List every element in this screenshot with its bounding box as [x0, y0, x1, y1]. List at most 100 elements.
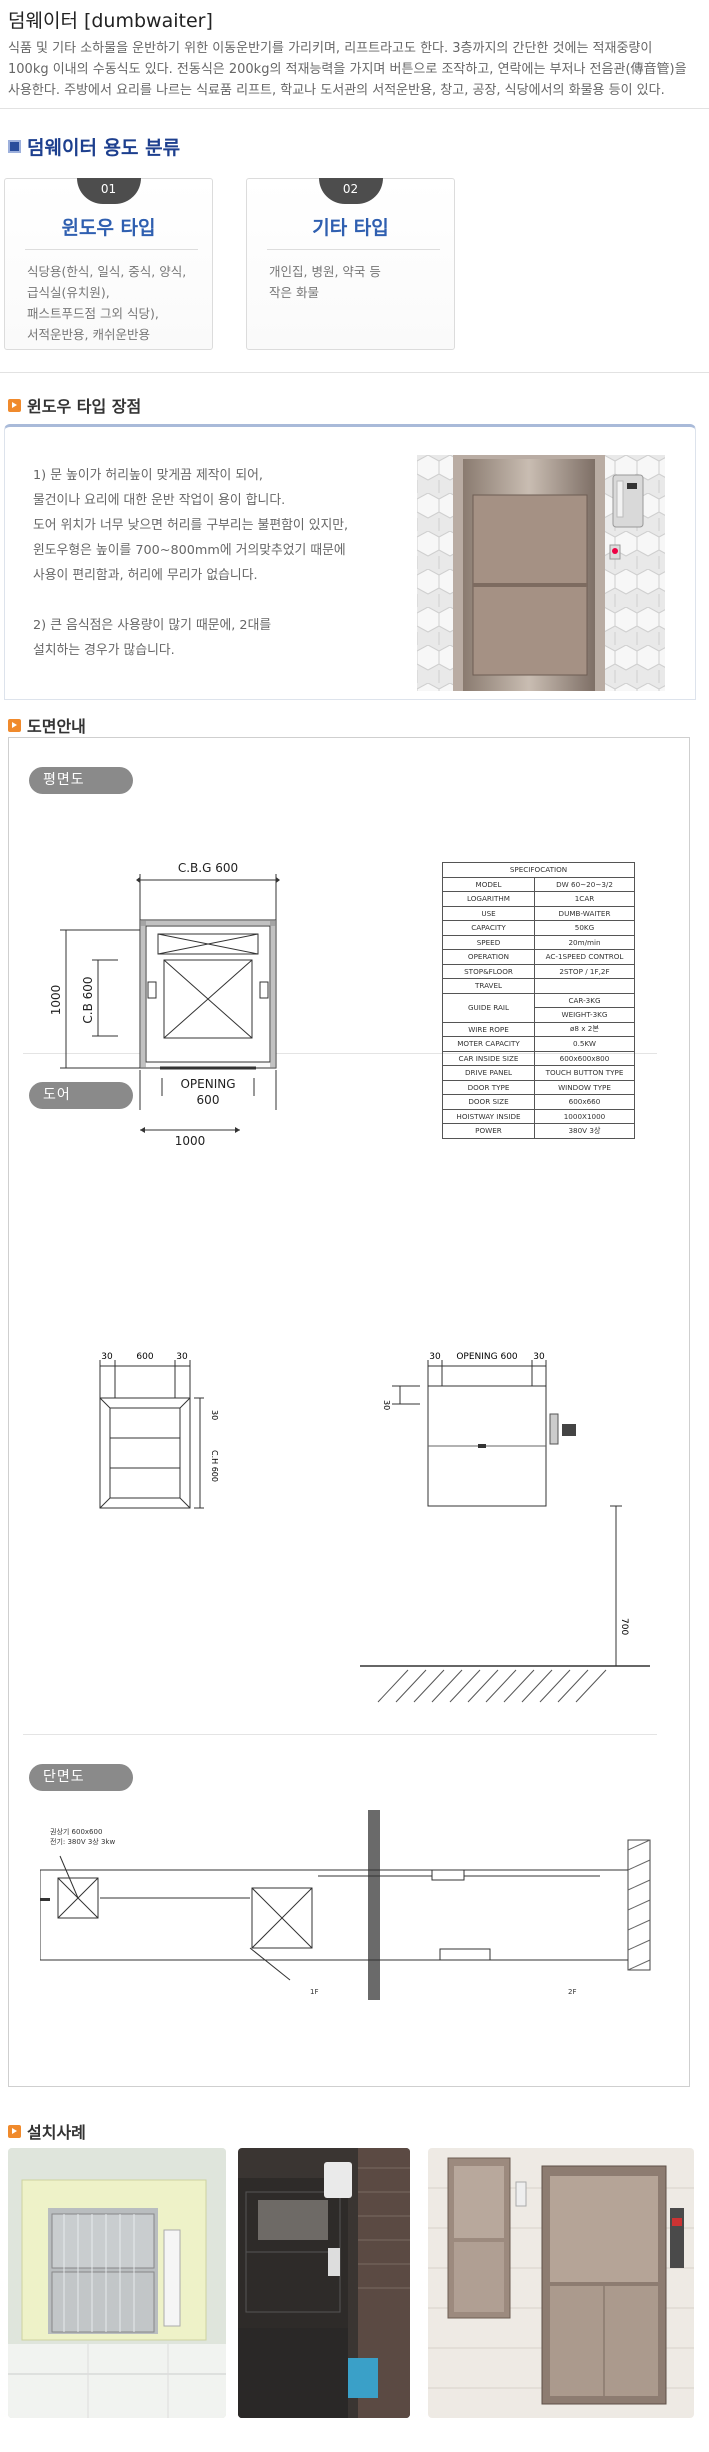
ch-dimension: C.H 600: [210, 1450, 219, 1482]
spec-value: WEIGHT-3KG: [534, 1007, 635, 1023]
spec-value: WINDOW TYPE: [534, 1079, 635, 1095]
spec-value: 380V 3상: [534, 1123, 635, 1139]
drawings-box: 평면도 도어 단면도: [8, 737, 690, 2087]
spec-key: SPEED: [442, 934, 535, 950]
advantages-heading-text: 윈도우 타입 장점: [27, 397, 142, 416]
spec-value: 1000X1000: [534, 1108, 635, 1124]
divider: [0, 372, 709, 373]
usage-card-other: 02 기타 타입 개인집, 병원, 약국 등 작은 화물: [246, 178, 455, 350]
spec-key: DRIVE PANEL: [442, 1065, 535, 1081]
door-view-label: 도어: [29, 1082, 133, 1109]
card-title: 기타 타입: [312, 217, 389, 239]
drawing-separator: [23, 1734, 657, 1735]
spec-key: WIRE ROPE: [442, 1021, 535, 1037]
section-note-power: 전기: 380V 3상 3kw: [50, 1837, 115, 1846]
install-photo-2: [238, 2148, 410, 2418]
intro-text: 식품 및 기타 소하물을 운반하기 위한 이동운반기를 가리키며, 리프트라고도…: [8, 41, 687, 98]
card-number-tab: 01: [76, 178, 141, 204]
advantages-section-heading: 윈도우 타입 장점: [8, 393, 141, 417]
spec-key: MOTER CAPACITY: [442, 1036, 535, 1052]
card-description: 개인집, 병원, 약국 등 작은 화물: [269, 264, 381, 300]
spec-key: POWER: [442, 1123, 535, 1139]
page-title: 덤웨이터 [dumbwaiter]: [8, 10, 213, 32]
door-floor-drawing: 700: [360, 1590, 650, 1703]
usage-section-heading: 덤웨이터 용도 분류: [8, 133, 180, 160]
spec-value: ø8 x 2본: [534, 1021, 635, 1037]
dim-30-side: 30: [210, 1410, 219, 1420]
advantages-panel: 1) 문 높이가 허리높이 맞게끔 제작이 되어, 물건이나 요리에 대한 운반…: [4, 424, 696, 700]
card-title: 윈도우 타입: [61, 217, 156, 239]
usage-card-window: 01 윈도우 타입 식당용(한식, 일식, 중식, 양식, 급식실(유치원), …: [4, 178, 213, 350]
plan-view-label: 평면도: [29, 767, 133, 794]
dim-30-left: 30: [101, 1352, 113, 1362]
spec-value: 0.5KW: [534, 1036, 635, 1052]
spec-key: HOISTWAY INSIDE: [442, 1108, 535, 1124]
usage-heading-text: 덤웨이터 용도 분류: [27, 137, 181, 159]
spec-value: DW 60~20~3/2: [534, 876, 635, 892]
spec-title: SPECIFOCATION: [442, 862, 635, 878]
spec-value: DUMB-WAITER: [534, 905, 635, 921]
spec-key: LOGARITHM: [442, 891, 535, 907]
spec-key: OPERATION: [442, 949, 535, 965]
floor-2f-label: 2F: [568, 1988, 576, 1996]
square-bullet-icon: [8, 140, 21, 153]
floor-1f-label: 1F: [310, 1988, 318, 1996]
card-divider: [25, 249, 198, 250]
card-description: 식당용(한식, 일식, 중식, 양식, 급식실(유치원), 패스트푸드점 그외 …: [27, 264, 187, 342]
spec-key: STOP&FLOOR: [442, 963, 535, 979]
cb-dimension: C.B 600: [81, 976, 95, 1023]
spec-key: DOOR SIZE: [442, 1094, 535, 1110]
card-number-tab: 02: [318, 178, 383, 204]
spec-key: GUIDE RAIL: [442, 992, 535, 1023]
arrow-bullet-icon: [8, 718, 21, 732]
spec-value: AC-1SPEED CONTROL: [534, 949, 635, 965]
spec-value: 600x660: [534, 1094, 635, 1110]
spec-key: USE: [442, 905, 535, 921]
height-dimension: 1000: [49, 985, 63, 1016]
spec-value: TOUCH BUTTON TYPE: [534, 1065, 635, 1081]
dim-600: 600: [136, 1352, 153, 1362]
spec-key: DOOR TYPE: [442, 1079, 535, 1095]
spec-value: [534, 978, 635, 994]
section-view-drawing: 권상기 600x600 전기: 380V 3상 3kw 1F 2F: [40, 1810, 651, 2000]
arrow-bullet-icon: [8, 398, 21, 412]
width-dimension: 1000: [175, 1134, 206, 1148]
drawings-heading-text: 도면안내: [27, 717, 86, 736]
door-elevation-drawing: 30 OPENING 600 30 30: [382, 1352, 622, 1590]
opening-value: 600: [197, 1093, 220, 1107]
opening-label: OPENING: [180, 1077, 235, 1091]
install-photo-1: [8, 2148, 226, 2418]
spec-value: 1CAR: [534, 891, 635, 907]
install-section-heading: 설치사례: [8, 2119, 86, 2143]
width-dimension-line: 1000: [140, 1127, 240, 1148]
dim-30-right: 30: [176, 1352, 188, 1362]
dim-30-side: 30: [382, 1400, 391, 1410]
drawing-separator: [23, 1053, 657, 1054]
card-divider: [267, 249, 440, 250]
spec-key: CAR INSIDE SIZE: [442, 1050, 535, 1066]
drawings-section-heading: 도면안내: [8, 713, 86, 737]
plan-view-drawing: C.B.G 600 1000 C.B 600 OPENING 600: [49, 861, 280, 1110]
section-view-label: 단면도: [29, 1764, 133, 1791]
opening-600-dimension: OPENING 600: [456, 1352, 518, 1362]
dim-30-left: 30: [429, 1352, 441, 1362]
door-front-drawing: 30 600 30 30 C.H 600: [99, 1352, 219, 1509]
spec-key: MODEL: [442, 876, 535, 892]
dim-700: 700: [619, 1618, 629, 1635]
spec-key: TRAVEL: [442, 978, 535, 994]
advantages-text: 1) 문 높이가 허리높이 맞게끔 제작이 되어, 물건이나 요리에 대한 운반…: [33, 468, 349, 658]
spec-value: 20m/min: [534, 934, 635, 950]
cbg-dimension: C.B.G 600: [178, 861, 238, 875]
divider: [0, 108, 709, 109]
install-heading-text: 설치사례: [27, 2123, 86, 2142]
spec-value: 2STOP / 1F,2F: [534, 963, 635, 979]
spec-value: CAR-3KG: [534, 992, 635, 1008]
spec-key: CAPACITY: [442, 920, 535, 936]
dim-30-right: 30: [533, 1352, 545, 1362]
arrow-bullet-icon: [8, 2124, 21, 2138]
section-note-hoist: 권상기 600x600: [50, 1827, 102, 1836]
spec-value: 50KG: [534, 920, 635, 936]
window-dumbwaiter-photo: [417, 455, 665, 691]
install-photo-3: [428, 2148, 694, 2418]
